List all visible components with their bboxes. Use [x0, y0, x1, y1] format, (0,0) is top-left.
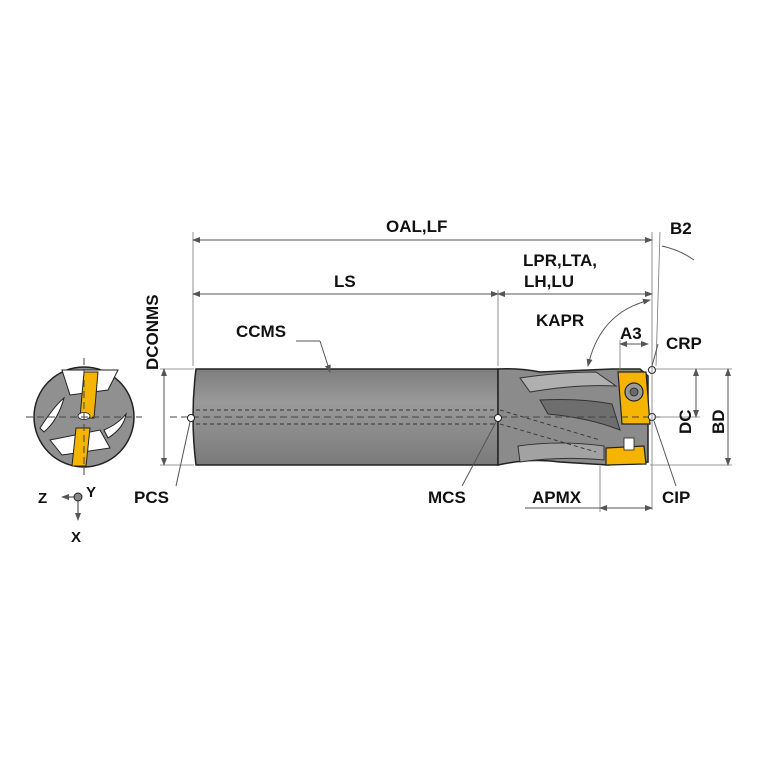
label-bd: BD: [709, 409, 728, 434]
label-a3: A3: [620, 324, 642, 343]
end-view-flute-right: [103, 412, 127, 439]
label-b2: B2: [670, 219, 692, 238]
label-ccms: CCMS: [236, 322, 286, 341]
label-ls: LS: [334, 272, 356, 291]
label-mcs: MCS: [428, 488, 466, 507]
label-pcs: PCS: [134, 488, 169, 507]
y-axis-label: Y: [86, 484, 96, 501]
label-lpr-lta: LPR,LTA,: [523, 251, 597, 270]
coordinate-axes: Z Y X: [38, 484, 96, 546]
mcs-point: [494, 414, 502, 422]
flute-lower: [539, 399, 621, 431]
label-kapr: KAPR: [536, 311, 584, 330]
label-crp: CRP: [666, 334, 702, 353]
flute-upper: [519, 371, 618, 393]
end-view-lower-insert: [71, 427, 91, 467]
dimensions: [160, 231, 732, 512]
label-apmx: APMX: [532, 488, 582, 507]
pcs-point: [187, 414, 195, 422]
label-dconms: DCONMS: [143, 294, 162, 370]
shank: [192, 368, 499, 466]
end-view: [26, 358, 142, 476]
end-view-flute-left: [39, 396, 65, 433]
label-lh-lu: LH,LU: [524, 272, 574, 291]
label-dc: DC: [676, 409, 695, 434]
label-oal-lf: OAL,LF: [386, 217, 447, 236]
z-axis-label: Z: [38, 490, 47, 507]
x-axis-label: X: [71, 529, 81, 546]
dimension-labels: OAL,LF LS LPR,LTA, LH,LU B2 KAPR A3 CRP …: [134, 217, 728, 507]
tool-side-view: [170, 366, 660, 466]
label-cip: CIP: [662, 488, 690, 507]
